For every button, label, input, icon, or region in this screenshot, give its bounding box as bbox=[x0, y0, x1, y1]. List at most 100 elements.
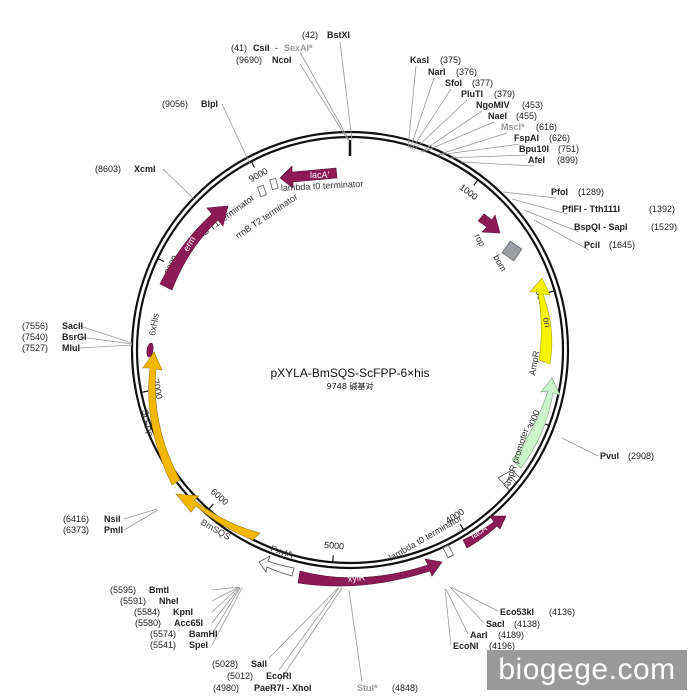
site-pvui-pos: (2908) bbox=[628, 451, 654, 461]
feature-xylr-label: xylR bbox=[347, 572, 366, 584]
site-eco53ki-pos: (4136) bbox=[549, 607, 575, 617]
leader-line bbox=[413, 99, 468, 151]
leader-line bbox=[211, 586, 239, 591]
leader-line bbox=[450, 586, 499, 612]
leader-line bbox=[420, 110, 483, 153]
site-mlui-pos: (7527) bbox=[22, 343, 48, 353]
feature-ampr-label: AmpR bbox=[527, 349, 541, 376]
leader-line bbox=[221, 103, 251, 165]
leader-line bbox=[211, 586, 240, 613]
site-pmli-pos: (6373) bbox=[63, 525, 89, 535]
site-mlui: MluI bbox=[62, 343, 80, 353]
site-pvui: PvuI bbox=[600, 451, 619, 461]
leader-line bbox=[211, 587, 241, 635]
plasmid-name: pXYLA-BmSQS-ScFPP-6×his bbox=[270, 366, 429, 380]
site-nari: NarI bbox=[428, 67, 446, 77]
site-xhoi: PaeR7I - XhoI bbox=[254, 683, 312, 693]
feature-erm-arrow bbox=[159, 205, 229, 291]
feature-pxyla-arrow bbox=[258, 555, 295, 577]
tick-mark-9000 bbox=[250, 161, 256, 168]
tick-mark-7000 bbox=[141, 390, 149, 394]
site-ncoi-pos: (9690) bbox=[236, 55, 262, 65]
leader-line bbox=[502, 191, 557, 199]
site-ncoi: NcoI bbox=[272, 55, 292, 65]
leader-line bbox=[278, 587, 343, 683]
tick-mark-1000 bbox=[473, 179, 479, 186]
site-sfoi: SfoI bbox=[445, 78, 462, 88]
site-bmti-pos: (5595) bbox=[110, 585, 136, 595]
site-bamhi-pos: (5574) bbox=[150, 629, 176, 639]
feature-lambda-t0-box bbox=[269, 177, 279, 191]
leader-line bbox=[436, 132, 508, 156]
site-nsii-pos: (6416) bbox=[63, 514, 89, 524]
site-msci: MscI* bbox=[501, 122, 525, 132]
site-bstxi-pos: (42) bbox=[302, 30, 318, 40]
feature-bom-label: bom bbox=[491, 253, 508, 273]
site-saci-pos: (4138) bbox=[514, 619, 540, 629]
leader-line bbox=[561, 437, 599, 457]
site-sacii: SacII bbox=[62, 321, 83, 331]
site-pluti: PluTI bbox=[461, 89, 483, 99]
leader-line bbox=[162, 168, 195, 200]
feature-6xhis-mark bbox=[146, 342, 154, 358]
site-pmli: PmlI bbox=[104, 525, 123, 535]
leader-line bbox=[268, 587, 339, 659]
site-kasi-pos: (375) bbox=[440, 55, 461, 65]
site-nsii: NsiI bbox=[104, 514, 121, 524]
feature-xylr-arrow bbox=[297, 558, 443, 587]
site-spei: SpeI bbox=[189, 640, 208, 650]
site-bstxi: BstXI bbox=[327, 30, 350, 40]
feature-ampr-arrow bbox=[511, 377, 561, 469]
feature-6xhis-label: 6xHis bbox=[147, 312, 161, 336]
site-acc65i: Acc65I bbox=[174, 618, 203, 628]
feature-bmsqs-arrow bbox=[175, 493, 261, 541]
watermark: biogege.com bbox=[487, 650, 687, 690]
feature-rop-arrow bbox=[477, 213, 501, 234]
leader-line bbox=[437, 143, 521, 156]
leader-line bbox=[211, 586, 240, 602]
site-fspai: FspAI bbox=[514, 133, 539, 143]
site-stui: StuI* bbox=[357, 683, 378, 693]
site-bsrgi-pos: (7540) bbox=[22, 332, 48, 342]
site-nhei-pos: (5591) bbox=[120, 596, 146, 606]
feature-lambda-t0-lower-box bbox=[442, 544, 455, 559]
leader-line bbox=[79, 344, 133, 349]
feature-ori-arrow bbox=[529, 277, 553, 365]
feature-lambda-t0-label: lambda t0 terminator bbox=[281, 179, 364, 193]
site-nari-pos: (376) bbox=[456, 67, 477, 77]
leader-line bbox=[511, 198, 568, 215]
site-sali: SalI bbox=[251, 659, 267, 669]
site-kpni-pos: (5584) bbox=[134, 607, 160, 617]
feature-laca-label: lacA' bbox=[310, 170, 330, 180]
leader-line bbox=[278, 587, 340, 671]
backbone-ring-inner bbox=[135, 135, 565, 565]
tick-mark-6000 bbox=[208, 503, 214, 510]
site-naei-pos: (455) bbox=[516, 111, 537, 121]
feature-bom-box bbox=[501, 240, 523, 262]
site-nhei: NheI bbox=[159, 596, 179, 606]
site-afei-pos: (899) bbox=[557, 155, 578, 165]
site-bpu10i: Bpu10I bbox=[519, 144, 549, 154]
leader-lines bbox=[79, 41, 599, 683]
site-aari: AarI bbox=[470, 630, 488, 640]
leader-line bbox=[533, 219, 590, 251]
leader-line bbox=[407, 65, 417, 149]
tick-label-9000: 9000 bbox=[247, 166, 269, 184]
site-ngomiv: NgoMIV bbox=[476, 100, 510, 110]
site-pfoi-pos: (1289) bbox=[578, 187, 604, 197]
site-bspqi-pos: (1529) bbox=[651, 222, 677, 232]
site-bsrgi: BsrGI bbox=[62, 332, 87, 342]
site-eco53ki: Eco53kI bbox=[500, 607, 534, 617]
site-sacii-pos: (7556) bbox=[22, 321, 48, 331]
site-blpi-pos: (9056) bbox=[162, 99, 188, 109]
feature-rrnb-box bbox=[256, 184, 268, 198]
leader-line bbox=[409, 77, 435, 150]
leader-line bbox=[211, 586, 241, 624]
leader-line bbox=[79, 336, 133, 345]
leader-line bbox=[123, 509, 159, 531]
site-ecori-pos: (5012) bbox=[227, 671, 253, 681]
site-pluti-pos: (379) bbox=[494, 89, 515, 99]
tick-label-5000: 5000 bbox=[324, 540, 345, 552]
site-ngomiv-pos: (453) bbox=[522, 100, 543, 110]
